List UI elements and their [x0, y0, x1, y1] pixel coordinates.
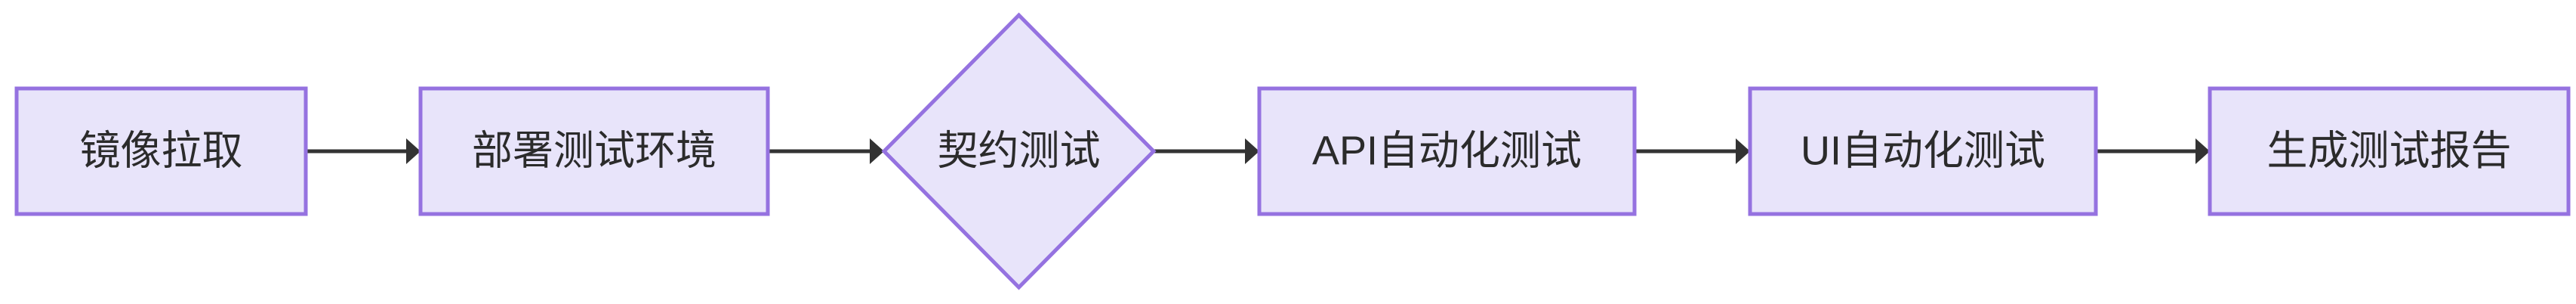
node-pull-image[interactable]: 镜像拉取 [14, 86, 308, 216]
edge-ui-automation-test-to-generate-test-report[interactable] [2096, 138, 2210, 164]
node-label: API自动化测试 [1312, 128, 1582, 173]
node-label: 镜像拉取 [80, 128, 243, 173]
node-rectangle [1748, 86, 2098, 216]
node-deploy-test-env[interactable]: 部署测试环境 [418, 86, 770, 216]
node-generate-test-report[interactable]: 生成测试报告 [2208, 86, 2571, 216]
node-contract-test[interactable]: 契约测试 [881, 12, 1157, 290]
arrowhead-icon [1245, 138, 1259, 164]
arrowhead-icon [2195, 138, 2210, 164]
arrowhead-icon [406, 138, 421, 164]
node-rectangle [1257, 86, 1637, 216]
edge-deploy-test-env-to-contract-test[interactable] [768, 138, 884, 164]
edge-group [306, 138, 2210, 164]
edge-pull-image-to-deploy-test-env[interactable] [306, 138, 421, 164]
node-ui-automation-test[interactable]: UI自动化测试 [1748, 86, 2098, 216]
arrowhead-icon [1736, 138, 1750, 164]
node-label: UI自动化测试 [1801, 128, 2045, 173]
node-rectangle [14, 86, 308, 216]
node-label: 生成测试报告 [2267, 128, 2512, 173]
node-rectangle [2208, 86, 2571, 216]
node-group: 镜像拉取 部署测试环境 契约测试 API自动化测试 UI自动化测试 生成测试报告 [14, 12, 2571, 290]
edge-api-automation-test-to-ui-automation-test[interactable] [1635, 138, 1750, 164]
arrowhead-icon [870, 138, 884, 164]
node-label: 部署测试环境 [472, 128, 716, 173]
node-api-automation-test[interactable]: API自动化测试 [1257, 86, 1637, 216]
node-rectangle [418, 86, 770, 216]
node-label: 契约测试 [938, 128, 1101, 173]
node-diamond [881, 12, 1157, 290]
edge-contract-test-to-api-automation-test[interactable] [1154, 138, 1259, 164]
